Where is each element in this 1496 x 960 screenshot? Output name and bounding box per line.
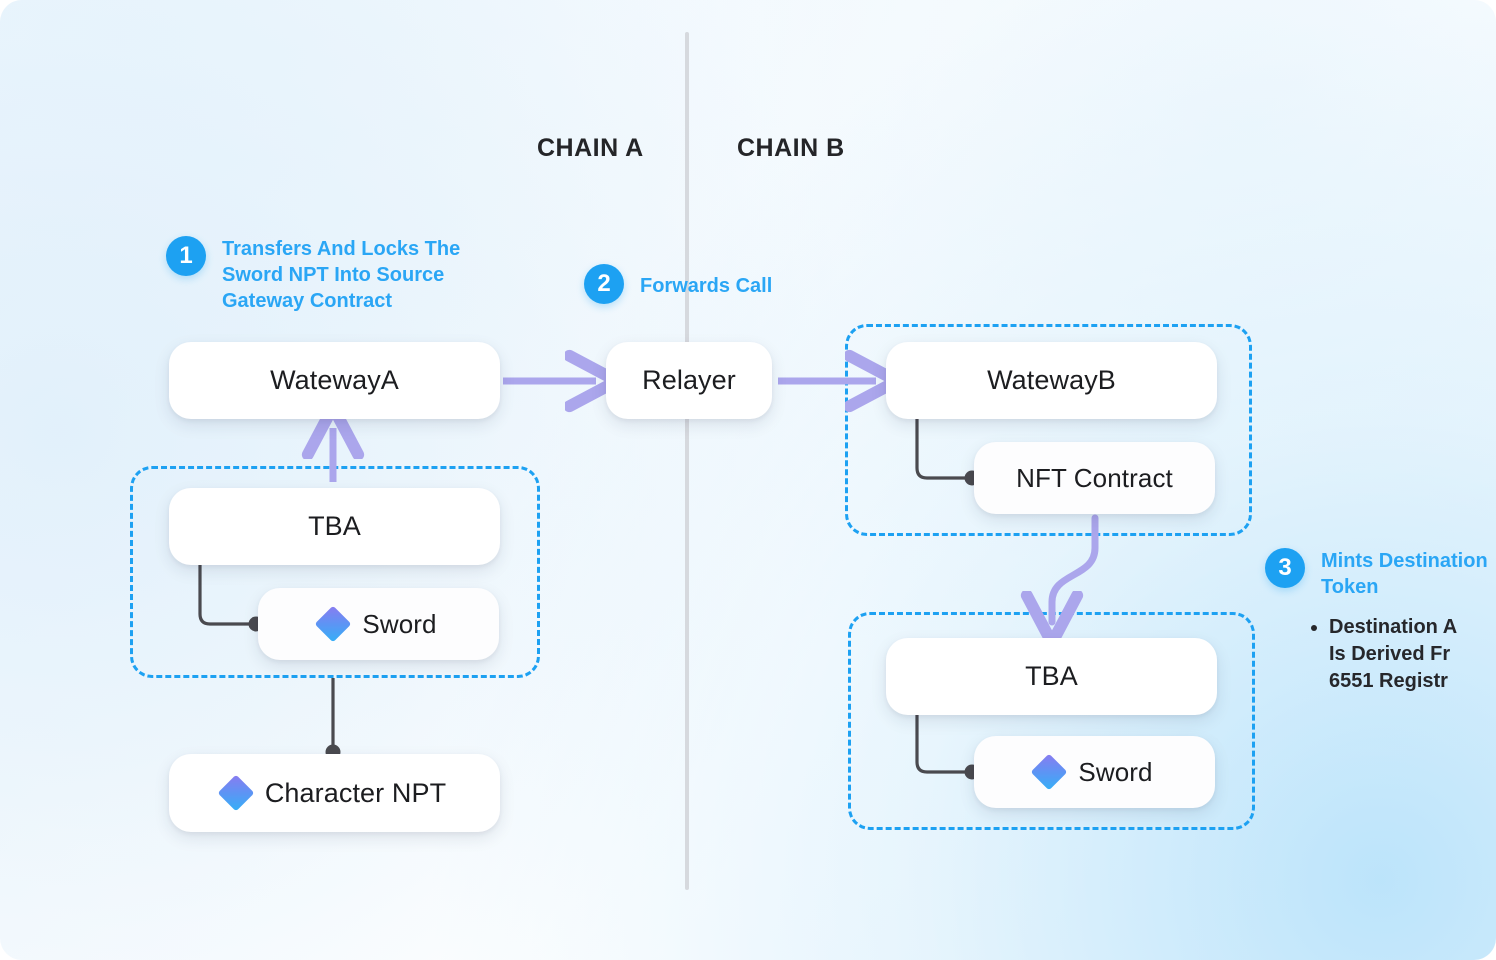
diamond-token-icon (217, 774, 255, 812)
step-1: 1 Transfers And Locks The Sword NPT Into… (166, 236, 506, 314)
node-gateway-a[interactable]: WatewayA (169, 342, 500, 419)
node-sword-b[interactable]: Sword (974, 736, 1215, 808)
chain-divider (685, 32, 689, 890)
node-character-npt[interactable]: Character NPT (169, 754, 500, 832)
step-3-badge: 3 (1265, 548, 1305, 588)
node-sword-b-label: Sword (1078, 756, 1153, 787)
node-gateway-b[interactable]: WatewayB (886, 342, 1217, 419)
chain-b-label: CHAIN B (737, 134, 845, 162)
node-tba-a[interactable]: TBA (169, 488, 500, 565)
step-3-title: Mints Destination Token (1321, 550, 1488, 598)
node-relayer-label: Relayer (642, 365, 736, 395)
node-relayer[interactable]: Relayer (606, 342, 772, 419)
node-gateway-a-label: WatewayA (270, 365, 399, 395)
step-2-title: Forwards Call (640, 275, 773, 297)
node-gateway-b-label: WatewayB (987, 365, 1116, 395)
node-tba-a-label: TBA (308, 511, 361, 541)
node-nft-contract-label: NFT Contract (1016, 462, 1173, 493)
step-3: 3 Mints Destination Token Destination A … (1265, 548, 1496, 695)
step-1-badge: 1 (166, 236, 206, 276)
node-tba-b-label: TBA (1025, 661, 1078, 691)
node-sword-a-label: Sword (362, 608, 437, 639)
diamond-token-icon (315, 605, 352, 643)
step-3-bullet-item: Destination A Is Derived Fr 6551 Registr (1329, 614, 1488, 695)
node-character-npt-label: Character NPT (264, 777, 447, 808)
node-sword-a[interactable]: Sword (258, 588, 499, 660)
step-3-bullets: Destination A Is Derived Fr 6551 Registr (1305, 614, 1488, 695)
node-tba-b[interactable]: TBA (886, 638, 1217, 715)
step-2: 2 Forwards Call (584, 264, 844, 304)
diamond-token-icon (1031, 753, 1068, 791)
node-nft-contract[interactable]: NFT Contract (974, 442, 1215, 514)
step-1-title: Transfers And Locks The Sword NPT Into S… (222, 238, 461, 312)
step-2-badge: 2 (584, 264, 624, 304)
chain-a-label: CHAIN A (537, 134, 644, 162)
